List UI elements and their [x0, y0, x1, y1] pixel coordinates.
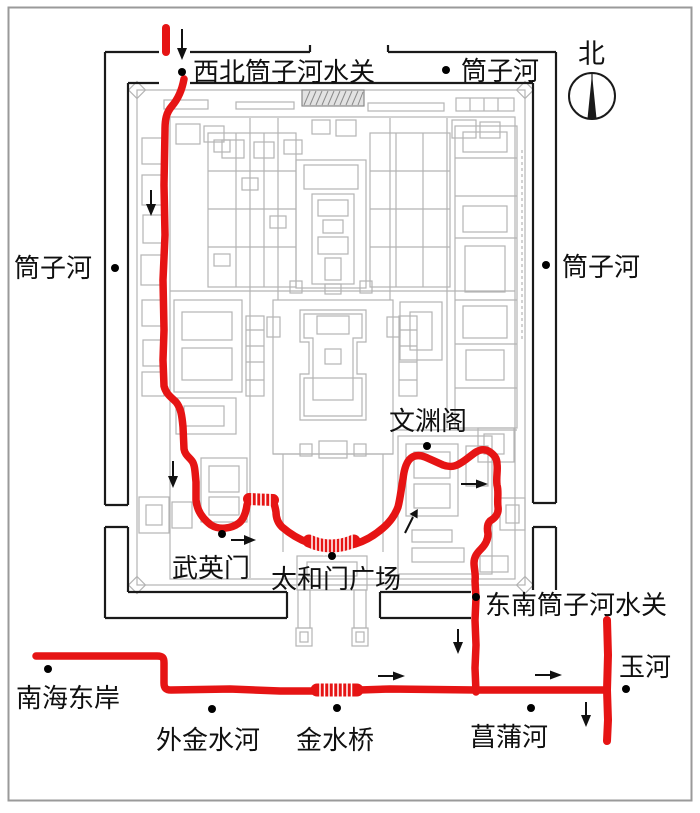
label-taihe-square: 太和门广场 [271, 565, 401, 594]
flow-arrow-right-wenyuan [461, 479, 488, 489]
duanhong-bridge [243, 492, 279, 507]
marker-se-water-gate [472, 593, 480, 601]
label-tongzi-top: 筒子河 [461, 57, 539, 86]
page-frame-border [7, 6, 693, 802]
flow-arrow-down-west-lower [168, 461, 178, 488]
flow-arrow-down-west-upper [146, 190, 156, 216]
marker-jinshui-bridge [333, 704, 341, 712]
moat-inner-wall [126, 81, 535, 594]
marker-yuhe [622, 685, 630, 693]
inner-jinshui-bridges [302, 534, 361, 556]
label-se-water-gate: 东南筒子河水关 [485, 591, 667, 620]
river-outer-golden-water [32, 652, 611, 695]
place-markers [44, 66, 630, 713]
label-nw-water-gate: 西北筒子河水关 [193, 58, 375, 87]
marker-outer-jinshui [208, 705, 216, 713]
flow-arrow-upright-taihe [404, 509, 418, 534]
river-route [32, 24, 612, 745]
marker-tongzi-left [111, 264, 119, 272]
marker-nw-water-gate [178, 68, 186, 76]
label-wenyuan: 文渊阁 [389, 407, 467, 436]
palace-plan [127, 80, 535, 647]
label-tongzi-left: 筒子河 [14, 254, 92, 283]
label-yuhe: 玉河 [619, 653, 671, 682]
flow-arrow-down-se-gate [453, 629, 463, 654]
map-labels: 西北筒子河水关 筒子河 筒子河 筒子河 文渊阁 武英门 太和门广场 东南筒子河水… [14, 57, 671, 755]
compass: 北 [568, 39, 616, 120]
moat-walls [103, 45, 558, 620]
flow-arrow-right-changpu [535, 670, 562, 680]
flow-arrow-right-wuying [231, 535, 256, 545]
flow-arrow-down-yuhe [581, 702, 591, 727]
moat-outer-wall [103, 45, 558, 620]
label-jinshui-bridge: 金水桥 [296, 726, 374, 755]
marker-nanhai [44, 665, 52, 673]
marker-tongzi-top [442, 66, 450, 74]
marker-wuying [218, 530, 226, 538]
label-changpu: 菖蒲河 [470, 723, 548, 752]
flow-arrows [146, 29, 591, 727]
marker-changpu [527, 704, 535, 712]
moat-gap-caps [105, 501, 556, 618]
flow-arrow-right-outer-jinshui [378, 671, 405, 681]
compass-north-label: 北 [578, 39, 605, 69]
label-tongzi-right: 筒子河 [562, 253, 640, 282]
label-nanhai: 南海东岸 [16, 684, 120, 713]
river-yuhe [603, 616, 612, 745]
outer-jinshui-bridge [310, 682, 364, 698]
river-inner-golden-water [159, 75, 502, 696]
label-wuying: 武英门 [172, 554, 250, 583]
marker-wenyuan [423, 442, 431, 450]
marker-tongzi-right [542, 261, 550, 269]
label-outer-jinshui: 外金水河 [156, 726, 260, 755]
flow-arrow-down-north-entry [177, 29, 187, 60]
shenwu-gate-hatch [301, 89, 365, 107]
marker-taihe-square [328, 552, 336, 560]
